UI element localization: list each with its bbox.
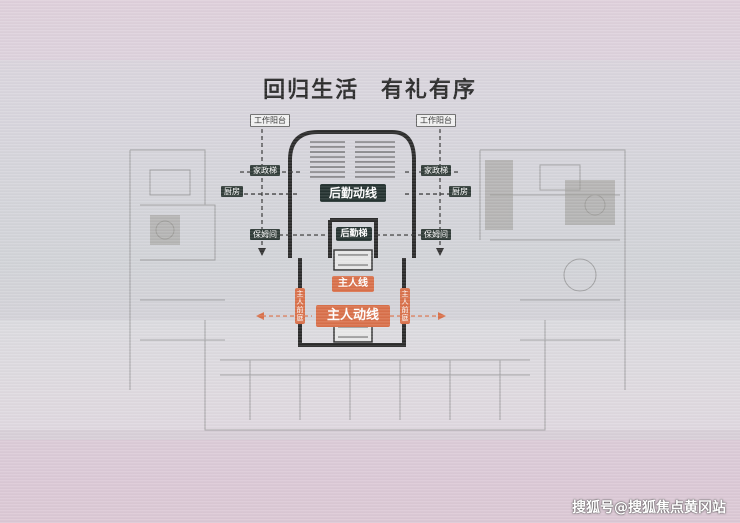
label-service-flow: 后勤动线 <box>320 184 386 202</box>
label-master-line: 主人线 <box>332 276 374 292</box>
label-work-balcony-right: 工作阳台 <box>416 114 456 127</box>
label-master-flow: 主人动线 <box>316 305 390 327</box>
page-title: 回归生活 有礼有序 <box>0 72 740 104</box>
label-service-elevator-left: 家政梯 <box>250 165 280 176</box>
label-staff-room-right: 保姆间 <box>421 229 451 240</box>
master-arrow-heads <box>256 312 446 320</box>
label-master-corridor-right: 主人前庭 <box>400 288 410 324</box>
stair-treads <box>310 141 395 178</box>
watermark: 搜狐号@搜狐焦点黄冈站 <box>572 500 726 516</box>
label-master-corridor-left: 主人前庭 <box>295 288 305 324</box>
label-staff-room-left: 保姆间 <box>250 229 280 240</box>
faint-plan-lines <box>129 149 626 431</box>
title-part-1: 回归生活 <box>263 78 360 103</box>
label-work-balcony-left: 工作阳台 <box>250 114 290 127</box>
title-part-2: 有礼有序 <box>380 78 477 103</box>
label-kitchen-left: 厨房 <box>221 186 243 197</box>
elevator-details <box>338 254 368 338</box>
label-service-stair: 后勤梯 <box>336 227 372 241</box>
furniture-shades <box>150 160 615 245</box>
label-service-elevator-right: 家政梯 <box>421 165 451 176</box>
elevator-cabins <box>333 249 373 343</box>
label-kitchen-right: 厨房 <box>449 186 471 197</box>
